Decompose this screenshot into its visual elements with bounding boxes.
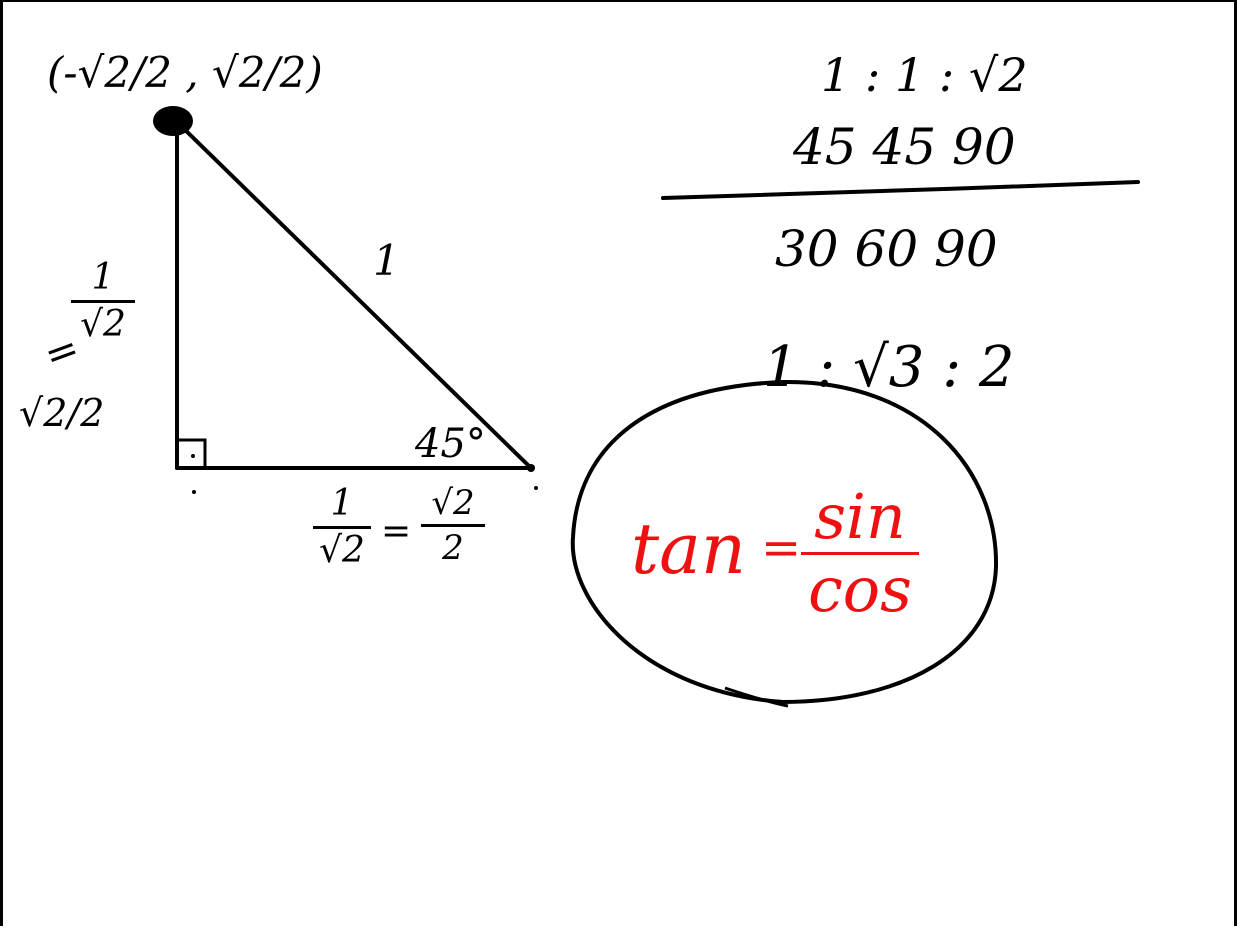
separator-line [661, 180, 1140, 200]
vertex-point [153, 106, 193, 136]
identity-fraction: sin cos [801, 486, 919, 621]
fraction-bar [421, 524, 485, 527]
fraction-bar [801, 552, 919, 555]
vertex-coordinate-label: (-√2/2 , √2/2) [47, 48, 323, 97]
angle-label: 45° [415, 421, 486, 467]
identity-circle-overlap [724, 686, 789, 708]
ratio-30-60-90: 1 : √3 : 2 [763, 335, 1015, 400]
right-angle-dot [191, 454, 195, 458]
triangle-hypotenuse [175, 120, 533, 470]
bottom-equals: = [381, 511, 412, 552]
right-angle-mark [177, 438, 207, 468]
identity-denominator: cos [808, 553, 912, 626]
left-side-fraction: 1 √2 [71, 260, 135, 343]
bottom-side-fraction: 1 √2 [313, 486, 371, 569]
bottom-denominator: √2 [319, 530, 365, 571]
bottom-simplified-numerator: √2 [431, 483, 475, 523]
ratio-45-45-90: 1 : 1 : √2 [821, 48, 1028, 102]
identity-circle [570, 379, 999, 705]
diagram-strokes [153, 106, 1140, 708]
tick-dot [192, 490, 196, 494]
left-denominator: √2 [80, 304, 126, 345]
corner-point [527, 464, 535, 472]
tick-dot [534, 486, 538, 490]
angles-45-45-90: 45 45 90 [793, 118, 1016, 176]
fraction-bar [313, 526, 371, 529]
bottom-numerator: 1 [330, 483, 354, 524]
bottom-simplified-denominator: 2 [442, 528, 464, 568]
angles-30-60-90: 30 60 90 [775, 220, 998, 278]
identity-numerator: sin [814, 480, 906, 553]
identity-equals: = [761, 520, 802, 576]
bottom-simplified-fraction: √2 2 [421, 486, 485, 565]
left-simplified: √2/2 [19, 391, 105, 435]
fraction-bar [71, 300, 135, 303]
identity-tan: tan [631, 508, 746, 590]
hypotenuse-label: 1 [373, 236, 400, 285]
left-numerator: 1 [91, 257, 115, 298]
